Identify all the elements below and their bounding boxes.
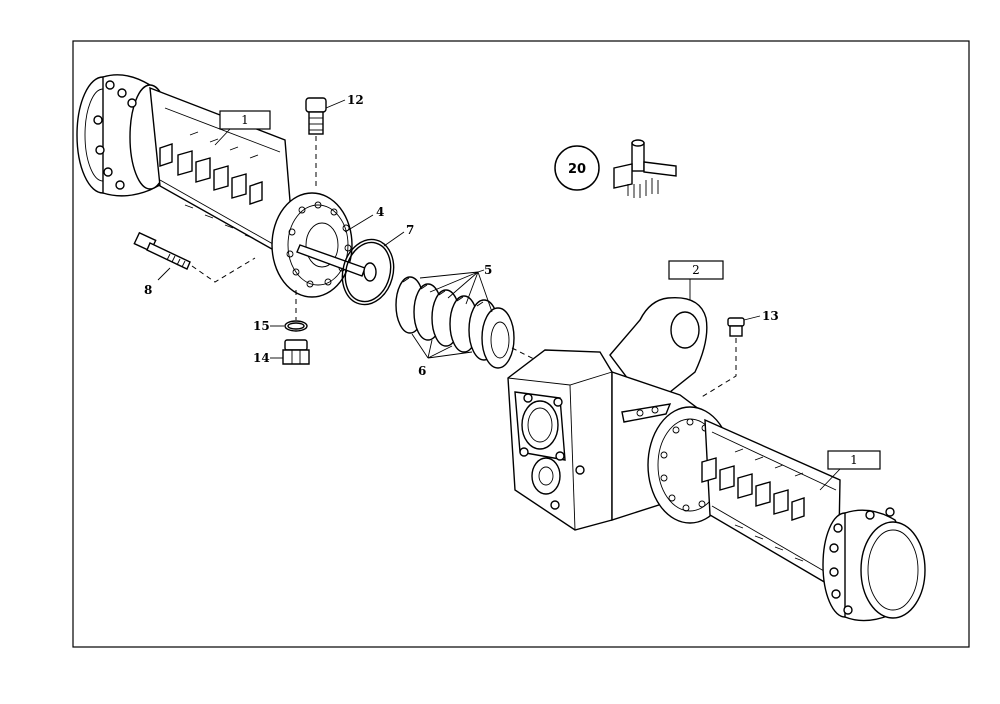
part-label-breather: 12 xyxy=(347,93,364,107)
brake-disc-pack xyxy=(395,276,515,369)
torque-value: 20 xyxy=(568,162,586,177)
part-label-pin: 4 xyxy=(376,205,384,219)
right-axle-housing xyxy=(647,406,926,622)
bolt xyxy=(133,231,191,270)
part-label-washer: 15 xyxy=(253,319,270,333)
part-label-axle-right: 1 xyxy=(850,453,858,467)
part-label-o-ring: 7 xyxy=(406,223,414,237)
o-ring xyxy=(341,238,395,306)
part-label-box-left xyxy=(219,110,271,130)
breather-fitting xyxy=(305,97,327,135)
drain-plug xyxy=(282,339,310,365)
washer xyxy=(284,320,308,332)
pin-shaft xyxy=(296,244,377,282)
part-label-plug-bottom: 14 xyxy=(253,351,270,365)
torque-wrench-icon xyxy=(613,139,677,198)
torque-value-circle xyxy=(554,145,600,191)
part-label-plate-pack: 6 xyxy=(418,364,426,378)
fill-plug xyxy=(727,317,745,337)
part-label-plug-right: 13 xyxy=(762,309,779,323)
part-label-center-housing: 2 xyxy=(692,263,700,277)
part-label-bolt: 8 xyxy=(144,283,152,297)
torque-symbol: 20 xyxy=(554,139,677,198)
part-label-box-right xyxy=(827,450,881,470)
part-label-box-center xyxy=(668,260,724,280)
left-axle-housing xyxy=(76,74,353,298)
drawing-frame xyxy=(72,40,970,648)
part-label-axle-left: 1 xyxy=(241,113,249,127)
part-label-disc-pack: 5 xyxy=(484,263,492,277)
